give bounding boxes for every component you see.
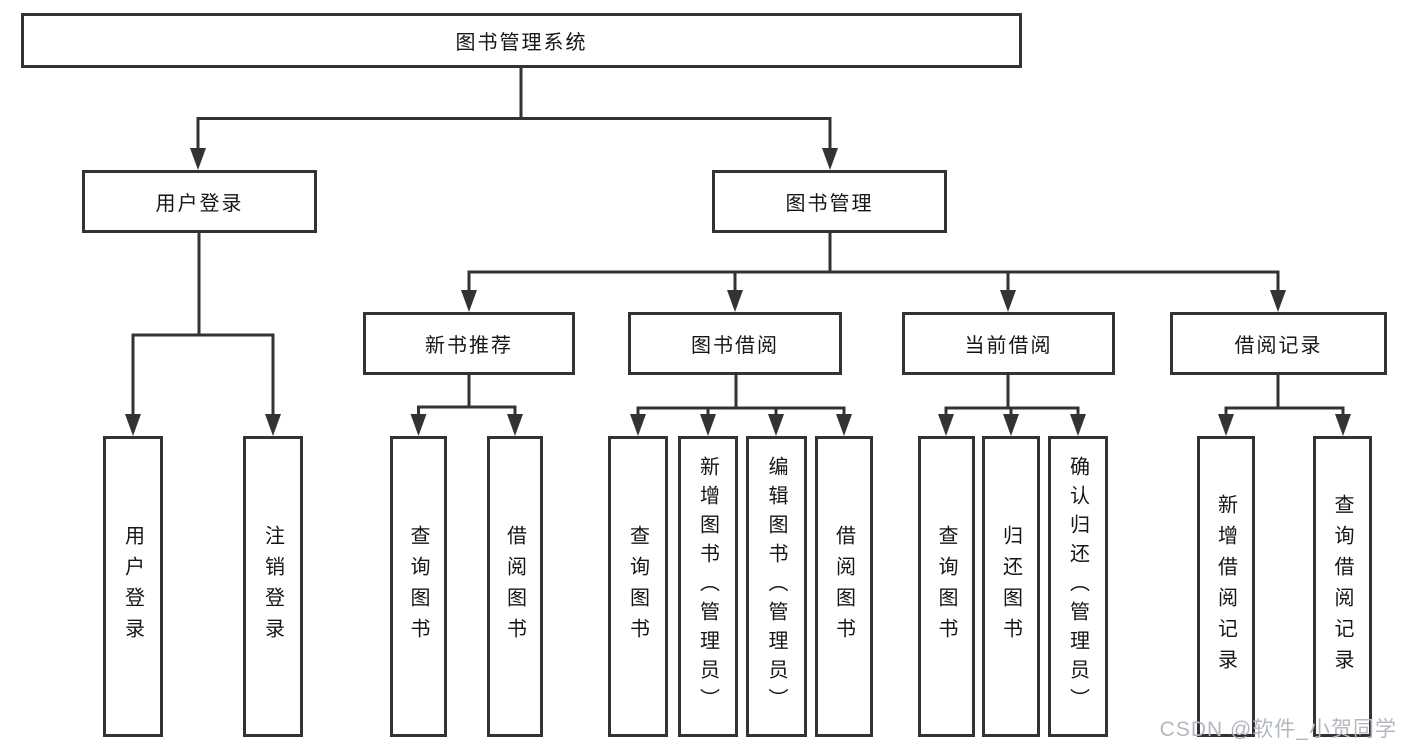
arrowhead-icon	[700, 414, 716, 436]
node-user-login-label: 用户登录	[155, 193, 244, 215]
arrowhead-icon	[1003, 414, 1019, 436]
node-library-system-label: 图书管理系统	[455, 32, 588, 54]
arrowhead-icon	[461, 290, 477, 312]
arrowhead-icon	[938, 414, 954, 436]
leaf-add-books-admin-label: 新增图书（管理员）	[696, 456, 719, 717]
arrowhead-icon	[265, 414, 281, 436]
leaf-return-books-label: 归还图书	[999, 524, 1022, 649]
node-new-book-recommend-label: 新书推荐	[425, 335, 513, 357]
leaf-query-books-recommend: 查询图书	[390, 436, 447, 737]
node-book-borrowing-label: 图书借阅	[691, 335, 779, 357]
arrowhead-icon	[727, 290, 743, 312]
leaf-edit-books-admin-label: 编辑图书（管理员）	[765, 456, 787, 717]
leaf-query-books-current: 查询图书	[918, 436, 975, 737]
leaf-add-borrow-record-label: 新增借阅记录	[1214, 493, 1237, 680]
arrowhead-icon	[1218, 414, 1234, 436]
leaf-borrow-books-borrowing: 借阅图书	[815, 436, 873, 737]
leaf-borrow-books-recommend: 借阅图书	[487, 436, 543, 737]
leaf-confirm-return-admin: 确认归还（管理员）	[1048, 436, 1108, 737]
node-borrow-records-label: 借阅记录	[1234, 335, 1323, 357]
edge-book-management-to-level2	[461, 233, 1286, 312]
leaf-query-borrow-record-label: 查询借阅记录	[1331, 493, 1353, 680]
arrowhead-icon	[1070, 414, 1086, 436]
edge-root-to-level1	[190, 68, 838, 170]
edge-book-borrow-to-leaves	[630, 375, 852, 436]
edge-new-book-to-leaves	[410, 375, 523, 436]
leaf-query-books-borrowing: 查询图书	[608, 436, 668, 737]
arrowhead-icon	[768, 414, 784, 436]
node-current-borrowing-label: 当前借阅	[964, 335, 1053, 357]
leaf-query-books-borrowing-label: 查询图书	[626, 524, 649, 649]
leaf-user-login-label: 用户登录	[121, 524, 144, 649]
node-new-book-recommend: 新书推荐	[363, 312, 575, 375]
arrowhead-icon	[125, 414, 141, 436]
arrowhead-icon	[410, 414, 427, 436]
leaf-query-books-recommend-label: 查询图书	[407, 524, 429, 649]
node-user-login: 用户登录	[82, 170, 317, 233]
arrowhead-icon	[1270, 290, 1286, 312]
leaf-logout-label: 注销登录	[261, 524, 284, 649]
node-borrow-records: 借阅记录	[1170, 312, 1387, 375]
edge-current-borrow-to-leaves	[938, 375, 1086, 436]
arrowhead-icon	[190, 148, 206, 170]
edge-borrow-records-to-leaves	[1218, 375, 1351, 436]
edge-user-login-to-leaves	[125, 233, 281, 436]
arrowhead-icon	[507, 414, 523, 436]
arrowhead-icon	[822, 148, 838, 170]
node-book-management: 图书管理	[712, 170, 947, 233]
arrowhead-icon	[1000, 290, 1016, 312]
arrowhead-icon	[836, 414, 852, 436]
leaf-borrow-books-recommend-label: 借阅图书	[503, 524, 526, 649]
leaf-edit-books-admin: 编辑图书（管理员）	[746, 436, 807, 737]
leaf-query-books-current-label: 查询图书	[935, 524, 957, 649]
leaf-add-borrow-record: 新增借阅记录	[1197, 436, 1255, 737]
leaf-logout: 注销登录	[243, 436, 303, 737]
arrowhead-icon	[630, 414, 646, 436]
leaf-confirm-return-admin-label: 确认归还（管理员）	[1066, 456, 1089, 717]
leaf-return-books: 归还图书	[982, 436, 1040, 737]
node-book-borrowing: 图书借阅	[628, 312, 842, 375]
arrowhead-icon	[1335, 414, 1351, 436]
leaf-query-borrow-record: 查询借阅记录	[1313, 436, 1372, 737]
node-book-management-label: 图书管理	[785, 193, 874, 215]
leaf-add-books-admin: 新增图书（管理员）	[678, 436, 738, 737]
leaf-user-login: 用户登录	[103, 436, 163, 737]
node-library-system: 图书管理系统	[21, 13, 1022, 68]
leaf-borrow-books-borrowing-label: 借阅图书	[832, 524, 855, 649]
csdn-watermark: CSDN @软件_小贺同学	[1159, 718, 1397, 741]
node-current-borrowing: 当前借阅	[902, 312, 1115, 375]
